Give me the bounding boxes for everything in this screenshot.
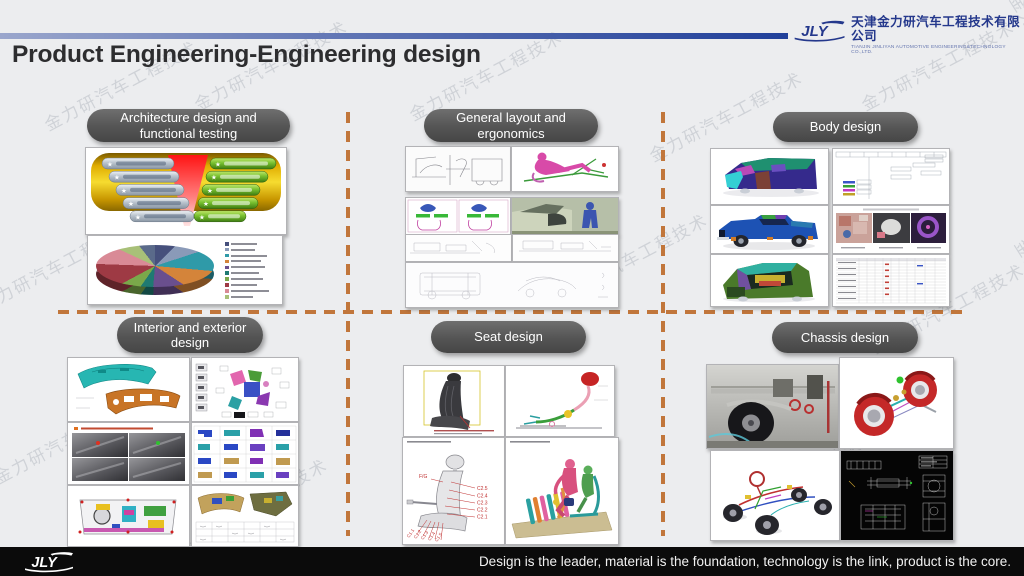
company-logo: JLY 天津金力研汽车工程技术有限公司 TIANJIN JINLIYAN AUT… (793, 15, 1024, 55)
svg-text:C2.5: C2.5 (477, 486, 488, 492)
pie-chart-3d (96, 245, 214, 295)
body-data-table-image (832, 254, 950, 307)
seat-photo-image (403, 365, 505, 437)
layout-sketch-strip-left (405, 234, 512, 262)
chassis-suspension-image (839, 357, 954, 449)
layout-engineering-drawing-image (405, 262, 619, 308)
svg-text:★: ★ (135, 213, 141, 221)
page-title: Product Engineering-Engineering design (12, 41, 481, 68)
svg-text:★: ★ (215, 161, 221, 169)
svg-text:C2.1: C2.1 (477, 515, 488, 521)
svg-text:★: ★ (199, 213, 205, 221)
watermark: 金力研汽车工程技术 (1010, 236, 1024, 392)
layout-seat-diagrams-image (405, 197, 511, 235)
svg-text:C2.4: C2.4 (477, 494, 488, 500)
seat-profile-image (505, 365, 615, 437)
svg-text:JLY: JLY (31, 554, 58, 570)
svg-text:★: ★ (203, 200, 209, 208)
footer-slogan: Design is the leader, material is the fo… (478, 554, 1011, 569)
divider-horizontal (58, 310, 964, 314)
svg-text:C1.4: C1.4 (427, 531, 437, 542)
svg-text:★: ★ (114, 174, 120, 182)
svg-text:C1.2: C1.2 (413, 529, 423, 540)
layout-ingress-image (511, 197, 619, 235)
interior-sections-grid-image (191, 422, 299, 485)
interior-photos-image (67, 422, 190, 485)
header-accent-bar (0, 33, 788, 39)
svg-text:C1.5: C1.5 (434, 532, 444, 543)
section-label-general-layout: General layout and ergonomics (424, 109, 598, 142)
company-name-cn: 天津金力研汽车工程技术有限公司 (851, 15, 1021, 43)
svg-text:C2.3: C2.3 (477, 501, 488, 507)
svg-text:F/G: F/G (419, 474, 427, 480)
chassis-render-image (710, 450, 840, 541)
footer-bar: JLY Design is the leader, material is th… (0, 547, 1024, 576)
section-label-architecture: Architecture design and functional testi… (87, 109, 290, 142)
svg-text:C1.3: C1.3 (420, 530, 430, 541)
pie-chart-legend (225, 242, 269, 299)
jly-logo-icon: JLY (794, 20, 845, 42)
body-structure-table-image (832, 148, 950, 205)
seat-cross-section-image: F/G C2.5 C2.4 C2.3 C2.2 C2.1 C1.1 C1.2 C… (402, 437, 505, 545)
section-label-body: Body design (773, 112, 918, 142)
company-name-en: TIANJIN JINLIYAN AUTOMOTIVE ENGINEERING&… (851, 45, 1006, 55)
layout-sketch-image (405, 146, 511, 192)
interior-parts-table-image (191, 485, 299, 547)
chassis-cad-drawing-image (840, 450, 954, 541)
svg-text:★: ★ (207, 187, 213, 195)
svg-text:C2.2: C2.2 (477, 508, 488, 514)
svg-text:★: ★ (128, 200, 134, 208)
section-label-seat: Seat design (431, 321, 586, 353)
seat-dummies-image (505, 437, 619, 545)
divider-vertical-left (346, 112, 350, 536)
interior-map-diagram-image (191, 357, 299, 422)
interior-dashboard-drawing-image (67, 485, 190, 547)
svg-text:JLY: JLY (801, 23, 829, 40)
architecture-pie-chart-image (87, 235, 283, 305)
svg-text:★: ★ (121, 187, 127, 195)
body-analysis-images (832, 205, 950, 254)
svg-text:C1.1: C1.1 (406, 528, 416, 539)
architecture-funnel-image: ★★★ ★★ ★★★ ★★ (85, 147, 287, 235)
jly-footer-logo-icon: JLY (25, 551, 73, 572)
section-label-interior: Interior and exterior design (117, 317, 263, 353)
body-cab-image (710, 254, 829, 307)
body-pickup-image (710, 205, 829, 254)
interior-dashboards-image (67, 357, 190, 422)
section-label-chassis: Chassis design (772, 322, 918, 353)
divider-vertical-right (661, 112, 665, 536)
svg-text:★: ★ (107, 161, 113, 169)
chassis-photo-image (706, 364, 839, 449)
svg-text:★: ★ (211, 174, 217, 182)
layout-sketch-strip-right (512, 234, 619, 262)
layout-manikin-image (511, 146, 619, 192)
body-van-image (710, 148, 829, 205)
